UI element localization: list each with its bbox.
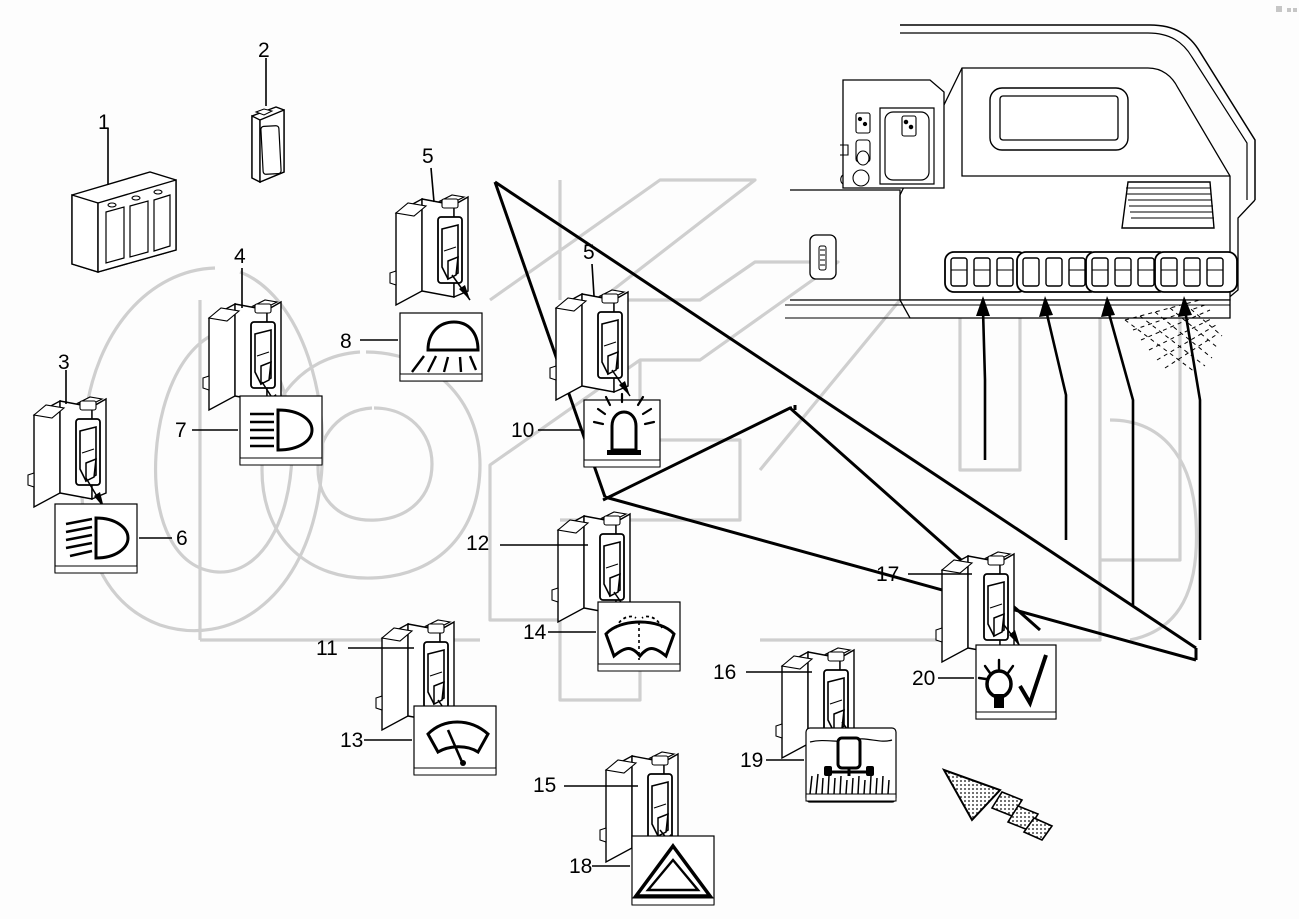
console-switch-banks	[944, 251, 1238, 293]
arrow-logo	[941, 768, 1054, 841]
callout-number-12: 12	[466, 532, 490, 555]
console-leader-arrows	[981, 309, 1202, 640]
part-5b-rocker-switch	[549, 289, 629, 401]
callout-number-17: 17	[876, 563, 900, 586]
callout-number-15: 15	[533, 774, 557, 797]
symbol-plate-7-high-beam	[239, 395, 323, 466]
callout-number-2: 2	[258, 39, 270, 62]
symbol-plate-8-work-light	[399, 312, 483, 382]
callout-number-7: 7	[175, 419, 187, 442]
part-2-blank-plate	[251, 106, 285, 184]
callout-number-20: 20	[912, 667, 936, 690]
callout-number-6: 6	[176, 527, 188, 550]
symbol-plate-10-beacon	[583, 392, 661, 468]
callout-number-13: 13	[340, 729, 364, 752]
callout-number-10: 10	[511, 419, 535, 442]
callout-number-4: 4	[234, 245, 246, 268]
console-arrowheads	[976, 296, 1192, 317]
symbol-plate-20-lamp-check	[975, 644, 1057, 720]
part-5-rocker-switch	[389, 194, 469, 306]
callout-number-19: 19	[740, 749, 764, 772]
symbol-plate-19-field-harvest	[805, 727, 897, 803]
corner-marks	[1276, 6, 1297, 12]
callout-number-5: 5	[422, 145, 434, 168]
symbol-plate-13-front-wiper	[413, 705, 497, 776]
callout-number-3: 3	[58, 351, 70, 374]
callout-number-8: 8	[340, 330, 352, 353]
callout-number-18: 18	[569, 855, 593, 878]
callout-number-16: 16	[713, 661, 737, 684]
overlay-outline-graphic	[493, 180, 1198, 662]
part-1-switch-bezel	[71, 171, 177, 273]
symbol-plate-18-hazard	[631, 835, 715, 906]
callout-number-11: 11	[316, 637, 338, 660]
symbol-plate-14-rear-wiper-washer	[597, 601, 681, 672]
callout-number-1: 1	[98, 111, 110, 134]
callout-number-5b: 5	[583, 241, 595, 264]
dashboard-console-assembly	[785, 24, 1256, 373]
callout-number-14: 14	[523, 621, 547, 644]
symbol-plate-6-low-beam	[54, 503, 138, 574]
